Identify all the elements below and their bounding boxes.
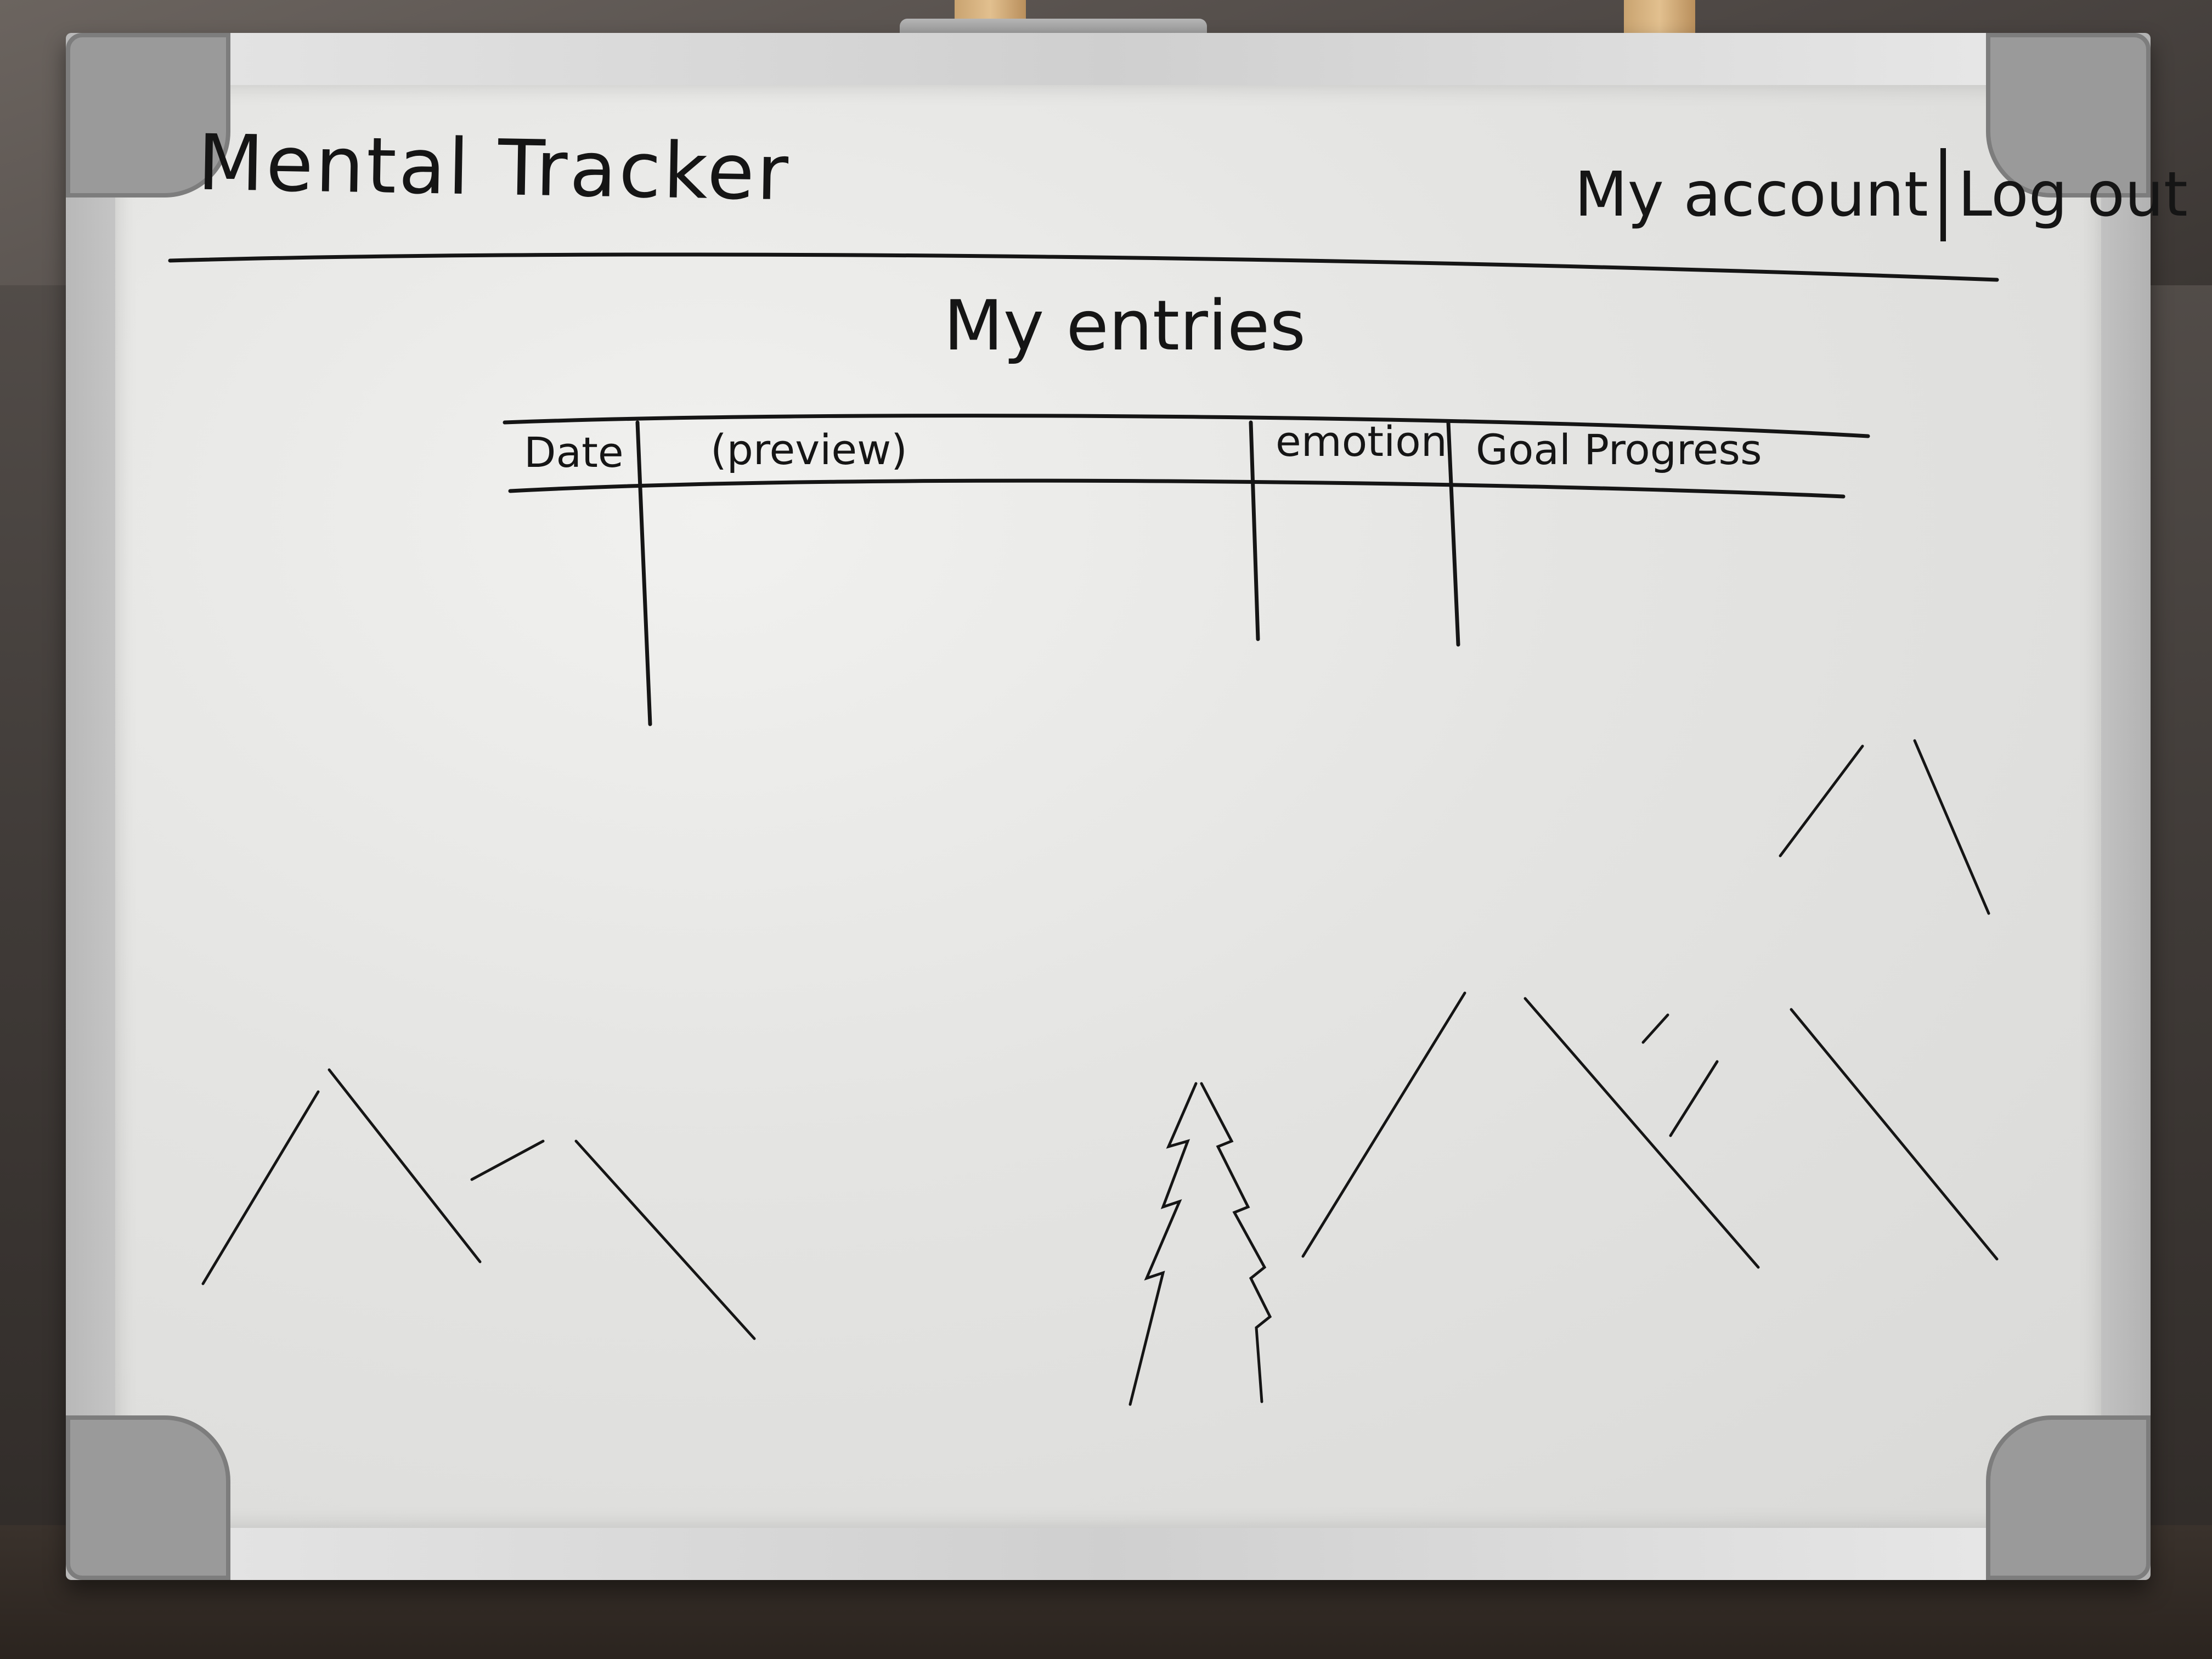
column-header-date[interactable]: Date: [524, 428, 624, 477]
column-separator: [1446, 420, 1460, 647]
table-top-line: [503, 414, 1870, 438]
tree-doodle: [1128, 1082, 1272, 1406]
column-header-goal-progress[interactable]: Goal Progress: [1476, 425, 1762, 474]
column-separator: [635, 420, 652, 726]
column-separator: [1249, 420, 1260, 641]
column-header-preview[interactable]: (preview): [710, 425, 907, 474]
mountain-doodles: [201, 739, 1999, 1340]
log-out-link[interactable]: Log out: [1957, 159, 2188, 230]
frame-corner-cap: [66, 1415, 230, 1580]
my-account-link[interactable]: My account: [1575, 159, 1928, 230]
header-divider-line: [168, 252, 1999, 282]
page-title: My entries: [944, 285, 1306, 366]
header-nav: My account Log out: [1575, 148, 2188, 241]
nav-divider: [1940, 148, 1946, 241]
frame-corner-cap: [1986, 33, 2151, 198]
whiteboard-surface: [115, 85, 2101, 1528]
column-header-emotion[interactable]: emotion: [1276, 417, 1447, 466]
table-header-divider: [508, 478, 1846, 499]
frame-corner-cap: [66, 33, 230, 198]
frame-corner-cap: [1986, 1415, 2151, 1580]
